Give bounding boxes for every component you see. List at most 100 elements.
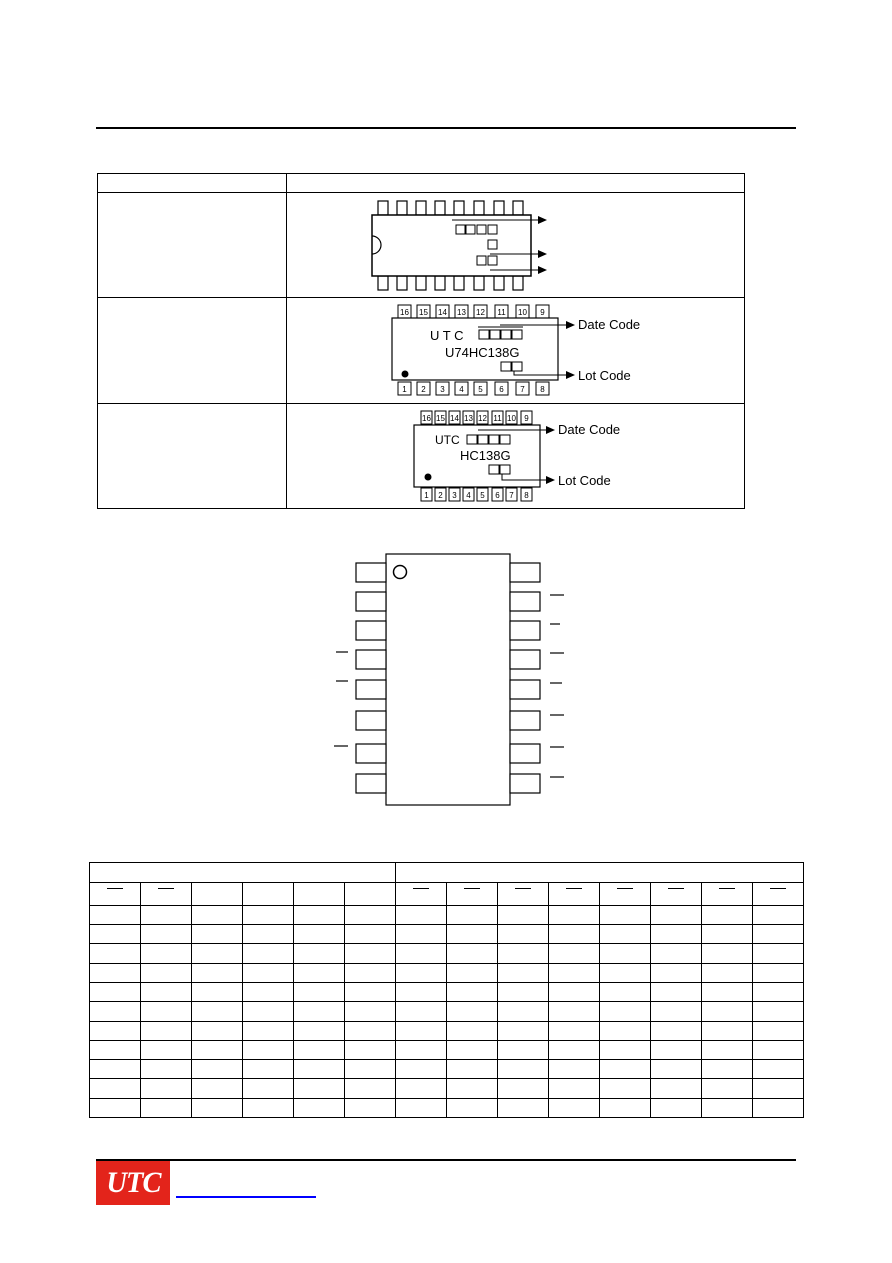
tssop-pin-label: 4: [466, 491, 471, 500]
table-cell: [650, 924, 703, 945]
table-cell: [599, 1059, 652, 1080]
table-cell: [293, 1039, 345, 1061]
table-cell: [242, 1059, 294, 1080]
table-cell: [752, 1020, 805, 1041]
table-cell: [599, 1097, 652, 1119]
sop-bottom-pin-labels: 1 2 3 4 5 6 7 8: [402, 385, 545, 394]
table-cell: [395, 1097, 448, 1119]
sop-pin-label: 16: [400, 308, 409, 317]
table-cell: [293, 1078, 345, 1099]
tssop-date-code-boxes: [466, 434, 511, 445]
table-cell: [140, 1059, 192, 1080]
header-rule: [96, 127, 796, 129]
table-cell: [191, 1059, 243, 1080]
pin-overbars: [334, 594, 564, 778]
table-cell: [446, 904, 499, 926]
inputs-header-cell: [88, 861, 397, 884]
table-cell: [752, 981, 805, 1003]
table-cell: [599, 924, 652, 945]
header-cell: [343, 882, 397, 906]
tssop-pin-label: 15: [436, 414, 445, 423]
header-cell: [650, 882, 703, 906]
sop-date-code-boxes: [478, 329, 523, 340]
dip-body: [371, 214, 532, 277]
table-cell: [497, 904, 550, 926]
table-cell: [599, 904, 652, 926]
sop-pin-label: 14: [438, 308, 447, 317]
table-cell: [89, 943, 141, 964]
ic-body: [385, 553, 511, 806]
table-cell: [701, 962, 754, 983]
table-cell: [140, 924, 192, 945]
header-cell: [701, 882, 754, 906]
table-cell: [395, 1078, 448, 1099]
table-cell: [497, 1097, 550, 1119]
sop-bottom-pins: [397, 381, 550, 396]
header-cell: [140, 882, 192, 906]
right-pins: [509, 562, 541, 794]
sop-marking-diagram: 16 15 14 13 12 11 10 9 U T C U74HC138G 1…: [391, 304, 640, 396]
table-cell: [497, 1078, 550, 1099]
tssop-pin-label: 12: [478, 414, 487, 423]
tssop-pin-label: 14: [450, 414, 459, 423]
table-cell: [650, 1020, 703, 1041]
sop-pin1-dot: [401, 370, 409, 378]
sop-pin-label: 1: [402, 385, 407, 394]
table-cell: [548, 904, 601, 926]
table-cell: [242, 943, 294, 964]
tssop-pin-label: 5: [480, 491, 485, 500]
table-cell: [497, 1001, 550, 1022]
table-cell: [191, 962, 243, 983]
table-cell: [242, 1020, 294, 1041]
header-cell: [599, 882, 652, 906]
table-cell: [548, 1078, 601, 1099]
table-cell: [446, 943, 499, 964]
table-row: [89, 1059, 805, 1080]
dip-notch: [371, 235, 382, 255]
sop-pin-label: 6: [499, 385, 504, 394]
table-cell: [242, 1039, 294, 1061]
website-link-underline[interactable]: [176, 1196, 316, 1198]
sop-pin-label: 5: [478, 385, 483, 394]
table-cell: [140, 1001, 192, 1022]
table-cell: [293, 943, 345, 964]
header-cell: [89, 882, 141, 906]
tssop-top-pin-labels: 16 15 14 13 12 11 10 9: [422, 414, 529, 423]
dip-date-code-boxes: [455, 224, 498, 235]
table-cell: [89, 904, 141, 926]
table-cell: [548, 962, 601, 983]
table-cell: [343, 1059, 397, 1080]
tssop-brand-text: UTC: [435, 433, 460, 447]
table-cell: [497, 1020, 550, 1041]
table-cell: [650, 943, 703, 964]
table-cell: [89, 962, 141, 983]
table-cell: [548, 1039, 601, 1061]
table-cell: [599, 1020, 652, 1041]
table-cell: [89, 1097, 141, 1119]
pin-configuration-diagram: [334, 553, 564, 806]
sop-top-pins: [397, 304, 550, 319]
table-cell: [446, 962, 499, 983]
table-cell: [650, 962, 703, 983]
table-cell: [701, 981, 754, 1003]
table-cell: [752, 962, 805, 983]
tssop-top-pins: [420, 410, 533, 425]
tssop-marking-diagram: 16 15 14 13 12 11 10 9 UTC HC138G 1 2 3 …: [413, 410, 620, 502]
table-cell: [701, 1078, 754, 1099]
dip-top-pins: [377, 200, 524, 216]
table-cell: [497, 981, 550, 1003]
sop-pin-label: 8: [540, 385, 545, 394]
table-row: [89, 1039, 805, 1061]
table-cell: [650, 981, 703, 1003]
table-cell: [343, 1039, 397, 1061]
table-cell: [446, 1078, 499, 1099]
sop-part-number: U74HC138G: [445, 345, 519, 360]
table-row: [89, 1078, 805, 1099]
table-cell: [650, 1001, 703, 1022]
table-cell: [701, 924, 754, 945]
header-cell: [395, 882, 448, 906]
table-row: [89, 924, 805, 945]
table-cell: [343, 904, 397, 926]
sop-lot-code-label: Lot Code: [578, 368, 631, 383]
left-pins: [355, 562, 387, 794]
